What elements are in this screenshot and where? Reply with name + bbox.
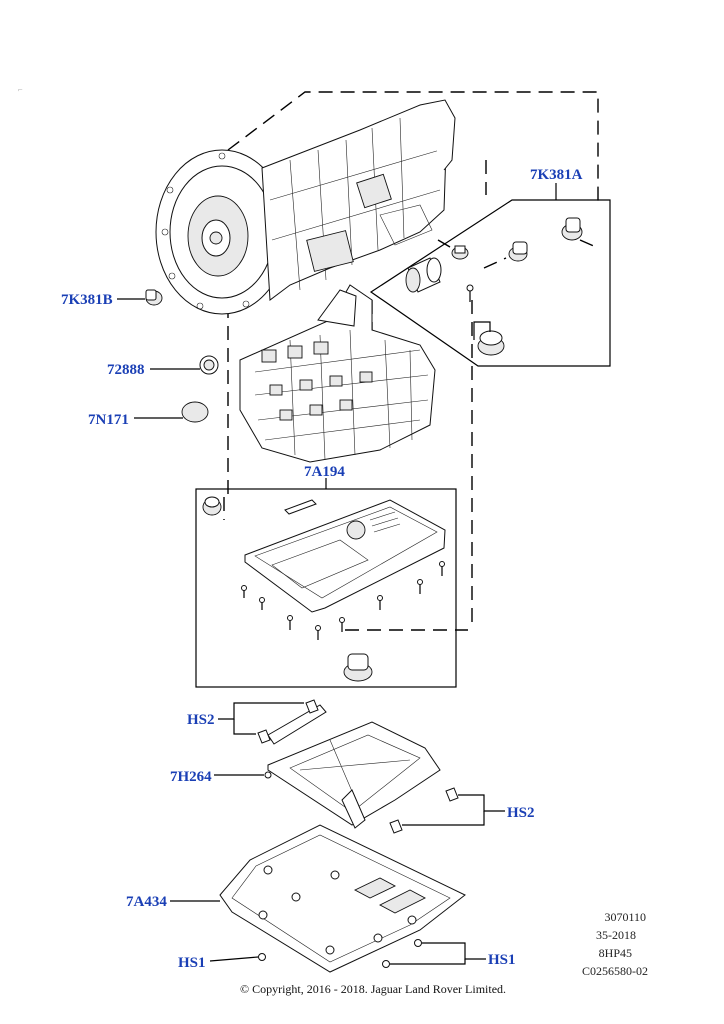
bolt-small xyxy=(466,284,474,302)
hs2-screws xyxy=(257,699,459,834)
callout-hs2-left[interactable]: HS2 xyxy=(187,712,215,728)
callout-hs2-right[interactable]: HS2 xyxy=(507,805,535,821)
callout-7n171[interactable]: 7N171 xyxy=(88,412,129,428)
copyright-text: © Copyright, 2016 - 2018. Jaguar Land Ro… xyxy=(240,982,506,996)
meta-line-2: 35-2018 xyxy=(596,928,636,942)
callout-hs1-right[interactable]: HS1 xyxy=(488,952,516,968)
sleeve-large xyxy=(405,257,442,293)
callout-7a194[interactable]: 7A194 xyxy=(304,464,345,480)
pan-screws xyxy=(241,561,445,640)
meta-line-3: 8HP45 xyxy=(599,946,632,960)
seal-small xyxy=(451,245,469,260)
plug-right xyxy=(561,217,583,241)
callout-hs1-left[interactable]: HS1 xyxy=(178,955,206,971)
cap-7n171 xyxy=(181,401,209,423)
meta-line-4: C0256580-02 xyxy=(582,964,648,978)
valve-body xyxy=(239,284,436,463)
grommet xyxy=(473,321,505,356)
hs1-bolts xyxy=(258,939,422,968)
meta-line-1: 3070110 xyxy=(604,910,646,924)
shield-7a434 xyxy=(219,824,466,973)
box-7k381a xyxy=(369,183,611,367)
plug-7k381b xyxy=(145,289,163,306)
seal-72888 xyxy=(199,355,219,375)
box-7a194 xyxy=(195,478,457,688)
transmission-housing xyxy=(155,99,456,315)
callout-7a434[interactable]: 7A434 xyxy=(126,894,167,910)
callout-7k381a[interactable]: 7K381A xyxy=(530,167,583,183)
callout-7k381b[interactable]: 7K381B xyxy=(61,292,113,308)
bracket-7h264 xyxy=(264,704,441,829)
callout-7h264[interactable]: 7H264 xyxy=(170,769,212,785)
corner-mark: ⌐ xyxy=(18,85,23,94)
plug-mid xyxy=(508,241,528,262)
leader-lines xyxy=(117,298,505,965)
callout-72888[interactable]: 72888 xyxy=(107,362,145,378)
